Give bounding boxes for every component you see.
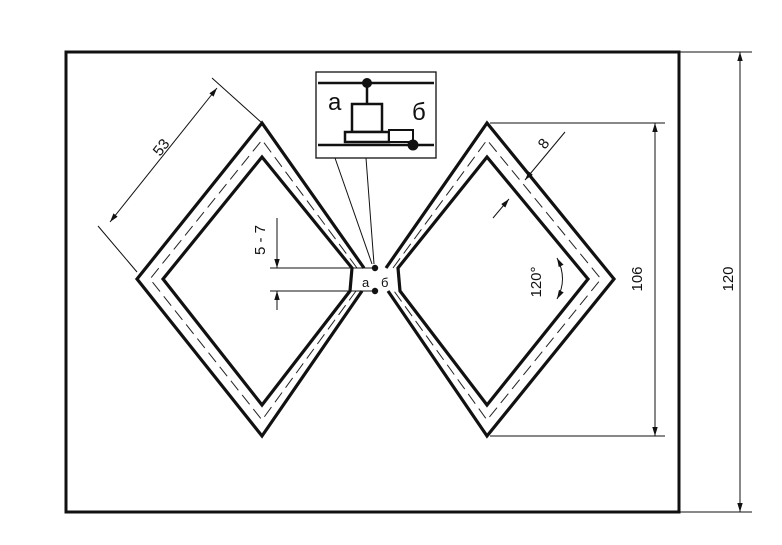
- feed-label-b: б: [381, 275, 388, 290]
- inset-leader-1: [334, 157, 373, 265]
- dim-side-label: 53: [150, 136, 174, 160]
- inset-tab: [388, 129, 414, 143]
- dim-width-arrow-2: [492, 198, 510, 219]
- inset-connector-base: [343, 130, 391, 144]
- inset-label-b: б: [412, 99, 426, 126]
- left-rhombus-centerline: [149, 139, 358, 421]
- connector-inset: а б: [315, 71, 437, 159]
- inset-leader-2: [365, 157, 375, 265]
- dim-side-ext-1: [211, 77, 263, 124]
- feed-point-a: [371, 264, 379, 272]
- dim-height-label: 106: [629, 266, 646, 291]
- right-rhombus-outer: [384, 120, 617, 439]
- dim-side-ext-2: [97, 225, 138, 273]
- inset-connector-body: [350, 102, 384, 134]
- right-rhombus-inner: [396, 154, 591, 408]
- dim-gap-label: 5 - 7: [252, 225, 269, 255]
- left-rhombus-outer: [134, 120, 366, 439]
- feed-label-a: а: [362, 275, 370, 290]
- dim-board-label: 120: [720, 266, 737, 291]
- feed-point-b: [371, 287, 379, 295]
- dim-angle-arc: [556, 257, 564, 300]
- inset-bottom-node: [407, 139, 419, 151]
- left-rhombus-inner: [160, 154, 354, 408]
- dim-width-arrow-1: [524, 131, 566, 181]
- inset-label-a: а: [328, 89, 342, 116]
- right-rhombus-centerline: [392, 139, 602, 421]
- dim-side-line: [109, 87, 218, 223]
- dim-angle-label: 120°: [528, 266, 545, 297]
- board-outline: [64, 50, 681, 514]
